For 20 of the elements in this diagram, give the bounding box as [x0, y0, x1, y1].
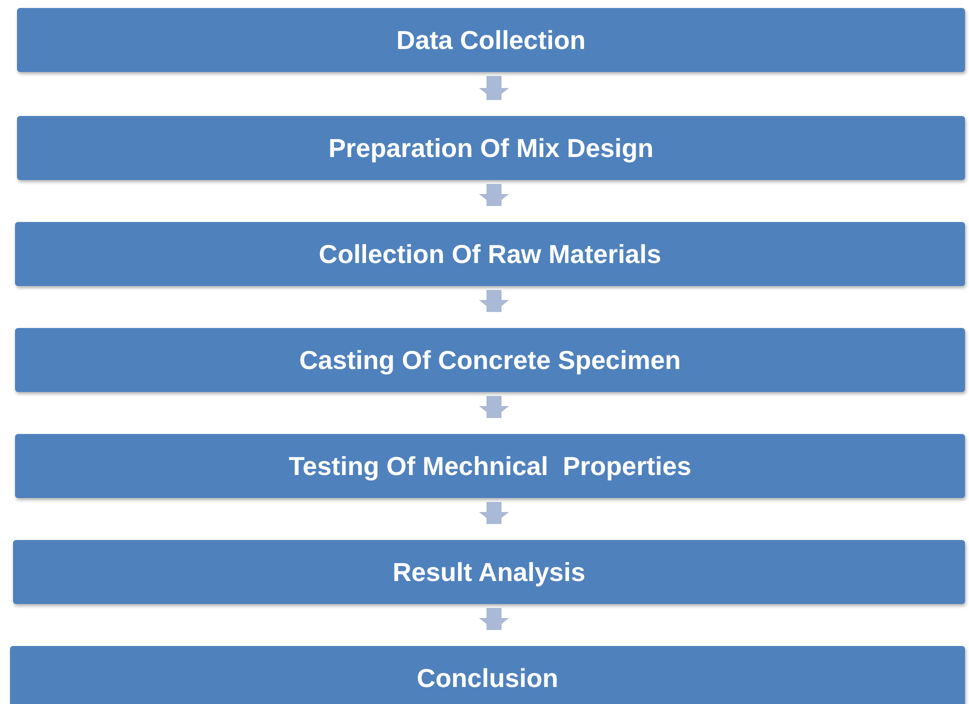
process-box — [10, 646, 965, 704]
arrow — [479, 76, 509, 100]
step-label: Testing Of Mechnical Properties — [288, 450, 692, 482]
arrow — [479, 502, 509, 524]
arrow — [479, 184, 509, 206]
process-box — [17, 116, 965, 180]
step-label: Preparation Of Mix Design — [328, 132, 654, 164]
step-label: Conclusion — [416, 662, 558, 694]
step-label: Casting Of Concrete Specimen — [299, 344, 681, 376]
process-box — [17, 8, 965, 72]
arrow — [479, 608, 509, 630]
process-box — [15, 222, 965, 286]
process-box — [13, 540, 965, 604]
process-box — [15, 328, 965, 392]
step-label: Data Collection — [396, 24, 586, 56]
step-label: Collection Of Raw Materials — [318, 238, 662, 270]
step-label: Result Analysis — [392, 556, 586, 588]
arrow — [479, 290, 509, 312]
arrow — [479, 396, 509, 418]
process-box — [15, 434, 965, 498]
